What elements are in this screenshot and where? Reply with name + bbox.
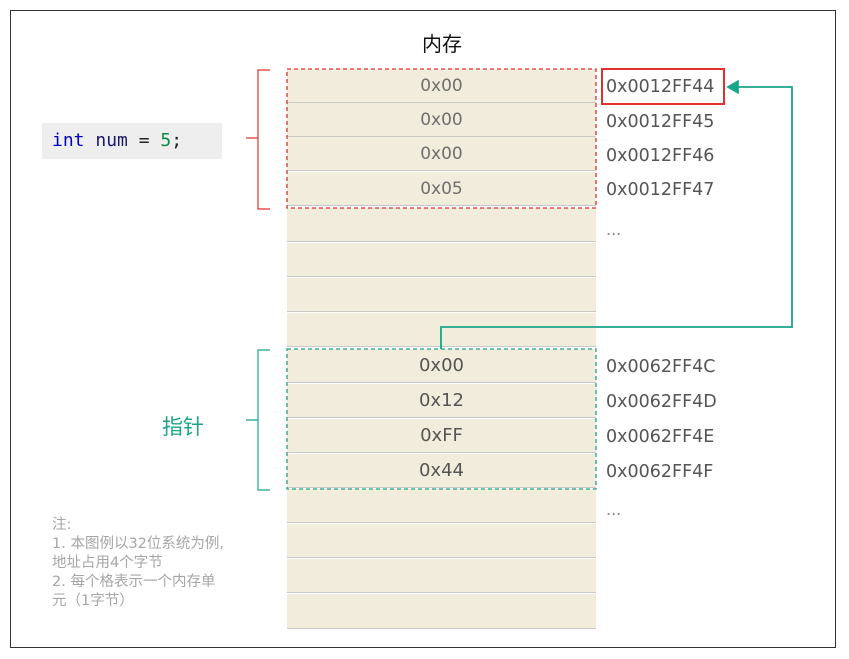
memory-cell-empty <box>287 243 596 277</box>
pointer-label: 指针 <box>162 415 204 439</box>
memory-cell-empty <box>287 278 596 312</box>
memory-title: 内存 <box>422 32 462 56</box>
memory-cell: 0x00 <box>287 137 596 171</box>
pointer-block-brace <box>246 349 270 491</box>
memory-address: 0x0012FF45 <box>606 112 715 132</box>
note-line: 1. 本图例以32位系统为例, <box>52 536 225 552</box>
pointer-block-highlight <box>286 348 597 490</box>
address-ellipsis: ... <box>606 500 622 519</box>
memory-cell: 0x00 <box>287 103 596 137</box>
code-value: 5 <box>160 130 172 151</box>
int-block-brace <box>246 69 270 210</box>
memory-cell-empty <box>287 594 596 629</box>
code-operator: = <box>138 130 150 151</box>
note: 注: 1. 本图例以32位系统为例, 地址占用4个字节 2. 每个格表示一个内存… <box>52 516 272 611</box>
pointed-address-box <box>601 68 725 105</box>
memory-address: 0x0012FF47 <box>606 180 715 200</box>
memory-cell: 0xFF <box>287 419 596 453</box>
memory-address: 0x0062FF4D <box>606 392 717 412</box>
note-heading: 注: <box>52 517 72 533</box>
memory-address: 0x0012FF44 <box>606 77 715 97</box>
memory-address: 0x0012FF46 <box>606 146 715 166</box>
memory-cell-empty <box>287 559 596 593</box>
diagram-frame <box>10 10 836 648</box>
memory-cell: 0x00 <box>287 69 596 103</box>
note-line: 元（1字节） <box>52 593 134 609</box>
pointer-arrow <box>440 79 793 349</box>
note-line: 2. 每个格表示一个内存单 <box>52 574 216 590</box>
code-semicolon: ; <box>171 130 183 151</box>
code-snippet: int num = 5; <box>42 123 222 159</box>
memory-cell: 0x00 <box>287 349 596 383</box>
memory-cell: 0x05 <box>287 172 596 206</box>
memory-cell: 0x12 <box>287 384 596 418</box>
memory-cell-empty <box>287 208 596 242</box>
memory-cell: 0x44 <box>287 454 596 488</box>
memory-address: 0x0062FF4E <box>606 427 715 447</box>
memory-cell-empty <box>287 524 596 558</box>
memory-cell-empty <box>287 489 596 523</box>
address-ellipsis: ... <box>606 220 622 239</box>
code-identifier: num <box>95 130 128 151</box>
int-block-highlight <box>286 68 597 209</box>
note-line: 地址占用4个字节 <box>52 555 163 571</box>
memory-address: 0x0062FF4F <box>606 462 714 482</box>
code-keyword: int <box>52 130 85 151</box>
memory-address: 0x0062FF4C <box>606 357 716 377</box>
